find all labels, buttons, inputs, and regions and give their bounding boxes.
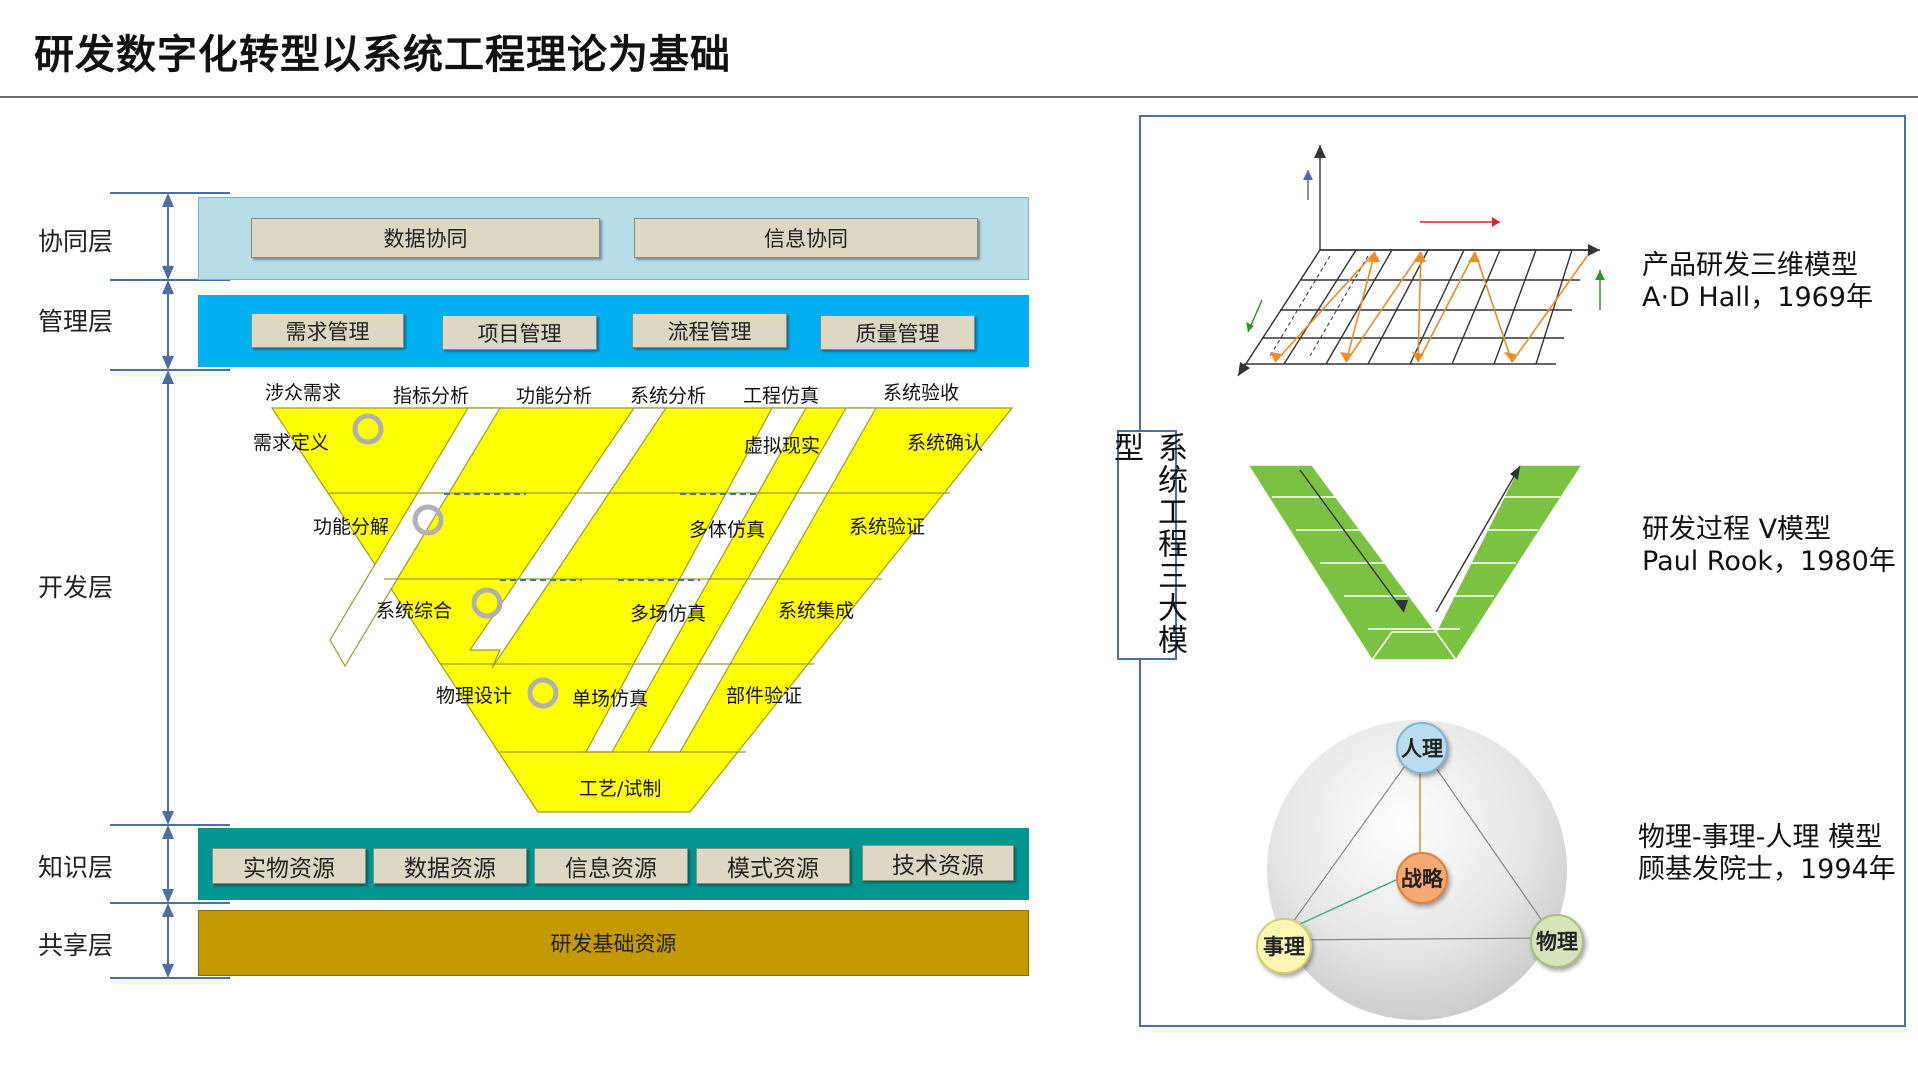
page-title: 研发数字化转型以系统工程理论为基础 — [34, 32, 731, 78]
cycle-arrow-4 — [527, 677, 559, 709]
v-mid-label-1: 虚拟现实 — [744, 435, 821, 457]
v-mid-label-2: 多体仿真 — [689, 519, 766, 541]
cycle-arrow-1 — [352, 413, 384, 445]
v-top-label-4: 系统分析 — [630, 385, 707, 407]
manage-item-requirements: 需求管理 — [251, 313, 404, 348]
cycle-arrow-2 — [412, 504, 444, 536]
model-3-author: 顾基发院士，1994年 — [1638, 854, 1896, 885]
model-1-author: A·D Hall，1969年 — [1642, 282, 1873, 313]
model-1-text: 产品研发三维模型 A·D Hall，1969年 — [1642, 250, 1873, 314]
v-left-label-3: 系统综合 — [376, 600, 453, 622]
layer-label-manage: 管理层 — [38, 307, 114, 336]
manage-item-project: 项目管理 — [442, 315, 597, 350]
v-mid-label-3: 多场仿真 — [630, 603, 707, 625]
v-left-label-2: 功能分解 — [313, 516, 390, 538]
v-right-label-3: 系统集成 — [778, 600, 855, 622]
model-2-name: 研发过程 V模型 — [1642, 514, 1832, 545]
v-top-label-3: 功能分析 — [516, 385, 593, 407]
layer-label-share: 共享层 — [38, 931, 114, 960]
knowledge-item-data: 数据资源 — [373, 848, 527, 884]
v-mid-label-4: 单场仿真 — [572, 688, 649, 710]
model-1-name: 产品研发三维模型 — [1642, 250, 1858, 281]
wsr-node-physics: 物理 — [1530, 914, 1584, 968]
knowledge-item-info: 信息资源 — [534, 848, 688, 884]
collab-item-data: 数据协同 — [251, 218, 600, 258]
model-3-text: 物理-事理-人理 模型 顾基发院士，1994年 — [1638, 822, 1896, 886]
v-top-label-2: 指标分析 — [393, 385, 470, 407]
v-top-label-5: 工程仿真 — [743, 385, 820, 407]
layer-label-collab: 协同层 — [38, 227, 114, 256]
v-right-label-2: 系统验证 — [849, 516, 926, 538]
layer-label-develop: 开发层 — [38, 573, 114, 602]
v-right-label-4: 部件验证 — [726, 685, 803, 707]
wsr-node-affair: 事理 — [1256, 918, 1312, 974]
v-left-label-4: 物理设计 — [436, 685, 513, 707]
wsr-node-human: 人理 — [1396, 722, 1448, 774]
knowledge-item-tech: 技术资源 — [862, 845, 1014, 881]
v-shape — [270, 407, 1014, 813]
knowledge-item-pattern: 模式资源 — [696, 848, 850, 884]
v-left-label-1: 需求定义 — [253, 432, 330, 454]
three-models-title: 系统工程三大模型 — [1108, 430, 1187, 660]
model-2-author: Paul Rook，1980年 — [1642, 546, 1896, 577]
share-item-label: 研发基础资源 — [550, 932, 677, 956]
layer-label-knowledge: 知识层 — [38, 853, 114, 882]
manage-item-process: 流程管理 — [632, 313, 787, 348]
cycle-arrow-3 — [471, 587, 503, 619]
v-bottom-label: 工艺/试制 — [579, 778, 662, 800]
v-top-label-6: 系统验收 — [883, 382, 960, 404]
model-2-text: 研发过程 V模型 Paul Rook，1980年 — [1642, 514, 1896, 578]
wsr-node-strategy: 战略 — [1396, 852, 1448, 904]
model-3-name: 物理-事理-人理 模型 — [1638, 822, 1883, 853]
collab-item-info: 信息协同 — [634, 218, 978, 258]
manage-item-quality: 质量管理 — [820, 315, 975, 350]
v-gap-1 — [329, 407, 502, 668]
knowledge-item-physical: 实物资源 — [212, 848, 366, 884]
v-top-label-1: 涉众需求 — [265, 382, 342, 404]
share-band: 研发基础资源 — [198, 910, 1029, 976]
title-divider — [0, 96, 1918, 98]
v-right-label-1: 系统确认 — [907, 432, 984, 454]
